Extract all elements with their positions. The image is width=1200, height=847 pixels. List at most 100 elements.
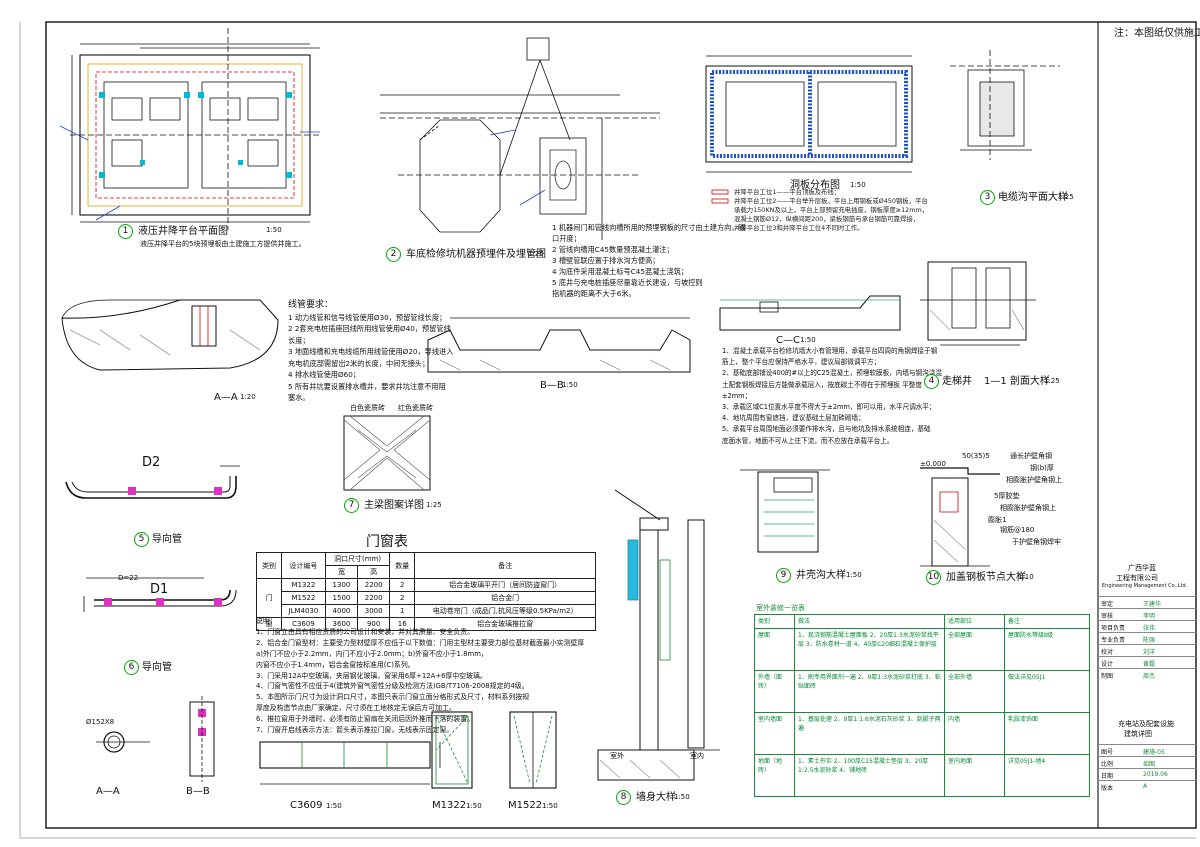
drawing-9-scale: 1:50 — [846, 571, 862, 579]
finish-table-title: 室外装修一览表 — [756, 604, 805, 612]
table-row: 外墙（面砖） 1、刷专用界面剂一遍 2、9厚1:3水泥砂浆打底 3、粘贴面砖 全… — [754, 670, 1090, 713]
door-note-line: 4、门窗气密性不应低于4(建筑外窗气密性分级及检测方法)GB/T7106-200… — [256, 682, 529, 691]
plan-scale: 1:50 — [850, 181, 866, 189]
drawing-1-scale: 1:50 — [266, 226, 282, 234]
cc-note-line: 1、混凝土承载平台检修坑墙大小有管理用，承载平台四周的角钢焊接于钢 — [722, 347, 938, 355]
legend-line: 混凝土钢筋Ø12，纵横间距200，梁板钢筋与承台钢筋可靠焊接， — [734, 215, 920, 223]
drawing-4-scale: 1:25 — [1044, 377, 1060, 385]
note-line: 3 槽壁管联应置于排水沟方便高； — [552, 256, 660, 265]
finish-table: 类别 做法 适用部位 备注 屋面 1、现浇钢筋混凝土屋面板 2、20厚1:3水泥… — [754, 614, 1090, 797]
door-m1522-title: M1522 — [508, 800, 543, 811]
table-row: 屋面 1、现浇钢筋混凝土屋面板 2、20厚1:3水泥砂浆找平层 3、防水卷材一道… — [754, 628, 1090, 671]
section-bb-title: B—B — [540, 380, 564, 391]
drawing-2-scale: 1:20 — [528, 250, 544, 258]
d10-label: 5厚胶垫 — [994, 492, 1020, 500]
title-block-company-en: Engineering Management Co.,Ltd. — [1102, 583, 1188, 589]
cc-note-line: 土配套钢板焊接后方能做承载层入，按底碳土不得在于预埋板 平整度 — [722, 380, 922, 389]
table-row: 窗 C3609 3600 900 16 铝合金玻璃推拉窗 — [256, 617, 596, 631]
d10-label: 通长护壁角钢 — [1010, 452, 1052, 460]
pipe-section-label: Ø152X8 — [86, 718, 115, 726]
section-aa-title: A—A — [214, 392, 238, 403]
title-block-row: 设计黄磊 — [1098, 656, 1196, 668]
drawing-1-number: 1 — [118, 224, 133, 239]
drawing-8-scale: 1:50 — [674, 793, 690, 801]
drawing-7-label-red: 红色瓷质砖 — [398, 404, 433, 412]
note-line: 4 沟底件采用混凝土标号C45混凝土浇筑； — [552, 267, 689, 276]
d10-label: 膨胀1 — [988, 516, 1007, 524]
table-row: 地面（地砖） 1、素土夯实 2、100厚C15混凝土垫层 3、20厚1:2.5水… — [754, 754, 1090, 797]
cc-note-line: 3、承载区域C1位置水平度不得大于±2mm，即可以用，水平尺调水平； — [722, 403, 936, 412]
drawing-9-title: 井壳沟大样 — [796, 570, 846, 581]
legend-line: 井降平台工位3和井降平台工位4不同时工作。 — [734, 224, 864, 232]
door-table-header: 类别 — [256, 552, 282, 579]
title-block-row: 图号建施-05 — [1098, 744, 1196, 756]
title-block-drawing: 建筑详图 — [1124, 730, 1152, 738]
title-block-heading: 广西华蓝 — [1128, 564, 1156, 572]
door-note-line: 2、铝合金门窗型材：主要受力型材壁厚不应低于以下数值：门用主型材主要受力部位基材… — [256, 638, 585, 647]
plan-legend: 井降平台工位1——平台顶板及布线： 井降平台工位2——平台举升层板，平台上用钢板… — [734, 188, 928, 233]
drawing-5-title: 导向管 — [152, 534, 182, 545]
drawing-5-label: D2 — [142, 455, 161, 470]
door-note-line: 6、推拉窗用于外墙时，必须有防止窗扇在关闭后因外推而下落的装置。 — [256, 715, 474, 724]
drawing-8-label-inside: 室内 — [690, 752, 704, 760]
pipe-section-aa-title: A—A — [96, 786, 120, 797]
d10-label: 钢(b)厚 — [1030, 464, 1054, 472]
drawing-6-label: D1 — [150, 582, 169, 597]
title-block-row: 校对刘洋 — [1098, 644, 1196, 656]
door-note-line: 3、门采用12A中空玻璃，夹层钢化玻璃，窗采用6厚+12A+6厚中空玻璃。 — [256, 671, 487, 680]
drawing-7-label-white: 白色瓷质砖 — [350, 404, 385, 412]
door-note-line: 7、门窗开启线表示方法：箭头表示推拉门窗，无线表示固定窗。 — [256, 726, 454, 735]
cable-req-title: 线管要求： — [288, 300, 334, 310]
drawing-2-title: 车底检修坑机器预埋件及埋管图 — [406, 249, 546, 260]
drawing-3-number: 3 — [980, 190, 995, 205]
door-note-line: 说明： — [256, 617, 277, 625]
door-table-title: 门窗表 — [366, 534, 408, 550]
legend-line: 井降平台工位1——平台顶板及布线： — [734, 188, 841, 196]
d10-label: 相膨胀护壁角钢上 — [1000, 504, 1056, 512]
cable-req-item: 1 动力线管和信号线管使用Ø30，预留管线长度； — [288, 312, 447, 322]
legend-line: 承载力150KN及以上，平台上部预留充电插座，钢板厚度≥12mm， — [734, 206, 929, 214]
section-cc-title: C—C — [776, 335, 800, 346]
title-block-row: 项目负责张伟 — [1098, 620, 1196, 632]
drawing-8-label-outside: 室外 — [610, 752, 624, 760]
title-block-row: 审定王建华 — [1098, 596, 1196, 608]
cable-requirements: 线管要求： 1 动力线管和信号线管使用Ø30，预留管线长度； 2 2套充电桩插座… — [288, 300, 453, 404]
table-row: 门 M1322 1300 2200 2 铝合金玻璃平开门（居间防盗窗门） — [256, 578, 596, 618]
drawing-3-scale: 1:25 — [1058, 193, 1074, 201]
d10-label: ±0.000 — [920, 460, 946, 468]
title-block-row: 审核李明 — [1098, 608, 1196, 620]
table-row: 类别 做法 适用部位 备注 — [754, 614, 1090, 629]
note-line: 2 管线向槽用C45数量预混凝土灌注； — [552, 245, 674, 254]
door-window-table: 类别 设计编号 洞口尺寸(mm) 数量 备注 宽 高 门 M1322 1300 … — [256, 552, 596, 631]
door-table-header: 数量 — [389, 552, 416, 579]
drawing-10-scale: 1:10 — [1018, 573, 1034, 581]
door-note-line: 5、本图所示门尺寸为设计洞口尺寸，本图只表示门窗立面分格形式及尺寸，材料系列按规 — [256, 693, 530, 702]
section-aa-scale: 1:20 — [240, 393, 256, 401]
cable-req-item: 3 地面线槽和充电线缆所用线管使用Ø20，导线进入 — [288, 347, 454, 356]
drawing-4-number: 4 — [924, 374, 939, 389]
drawing-7-scale: 1:25 — [426, 501, 442, 509]
door-table-header: 洞口尺寸(mm) — [324, 552, 391, 566]
drawing-5-number: 5 — [134, 532, 149, 547]
drawing-2-notes: 1 机器间门和管线向槽所用的预埋钢板的尺寸由土建方向，锚 口开度； 2 管线向槽… — [552, 222, 746, 299]
drawing-1-title: 液压井降平台平面图 — [138, 226, 228, 237]
legend-line: 井降平台工位2——平台举升层板，平台上用钢板或Ø450钢板，平台 — [734, 197, 928, 205]
note-line: 口开度； — [552, 234, 581, 243]
pipe-section-bb-title: B—B — [186, 786, 210, 797]
cable-req-item: 2 2套充电桩插座回线所用线管使用Ø40，预留管线 — [288, 324, 451, 333]
d10-label: 相膨胀护壁角钢上 — [1006, 476, 1062, 484]
drawing-10-number: 10 — [926, 570, 941, 585]
drawing-8-number: 8 — [616, 790, 631, 805]
title-block-row: 制图周杰 — [1098, 668, 1196, 680]
door-note-line: 厚度及构造节点由厂家确定，尺寸须在工地核定无误后方可加工。 — [256, 704, 456, 713]
drawing-9-number: 9 — [776, 568, 791, 583]
cc-note-line: 2、基础底部铺设400的#以上的C25混凝土，预埋软膜板，内墙与钢沟浇混 — [722, 369, 942, 378]
cc-note-line: 底面水管，地面不可从上往下流，而不应放在承载平台上。 — [722, 436, 894, 445]
door-m1522-scale: 1:50 — [542, 802, 558, 810]
door-table-header: 备注 — [414, 552, 596, 579]
title-block-row: 专业负责陈强 — [1098, 632, 1196, 644]
